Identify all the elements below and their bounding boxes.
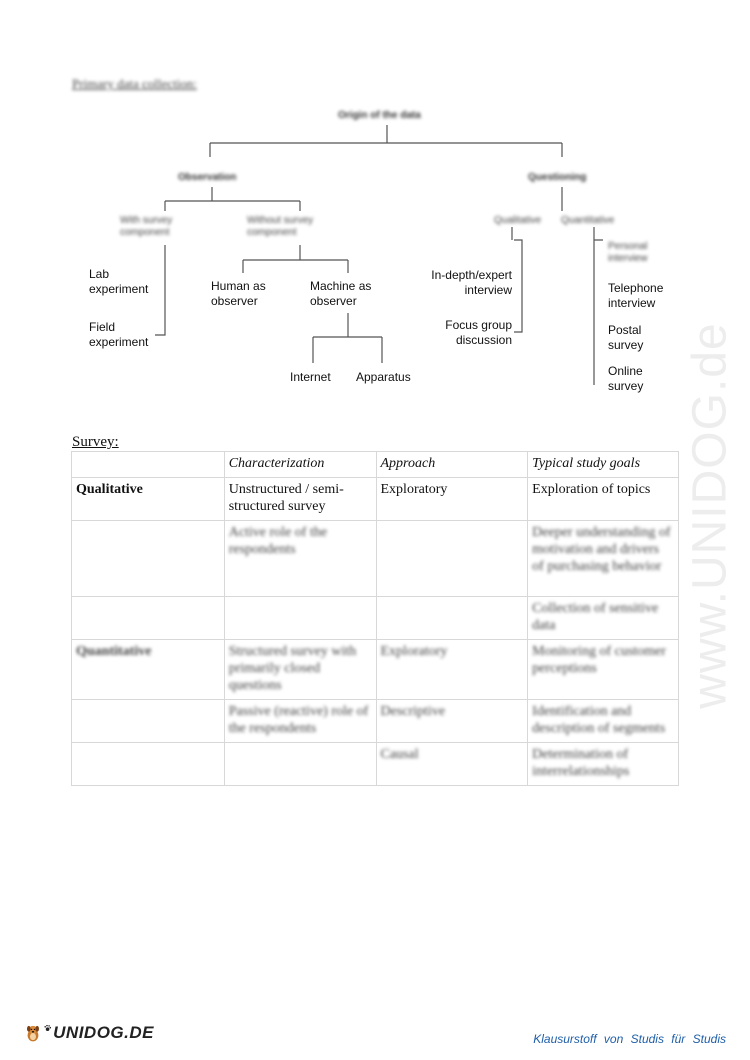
table-cell: [375, 596, 529, 640]
table-cell: Passive (reactive) role of the responden…: [223, 699, 377, 743]
table-cell: [71, 742, 225, 786]
logo-text: UNIDOG.DE: [53, 1023, 154, 1042]
table-cell: Identification and description of segmen…: [527, 699, 679, 743]
table-cell: [223, 742, 377, 786]
node-indepth-interview: In-depth/expert interview: [431, 268, 512, 297]
table-cell: [375, 520, 529, 597]
table-cell: Monitoring of customer perceptions: [527, 639, 679, 700]
dog-mascot-icon: [26, 1025, 39, 1042]
node-internet: Internet: [290, 370, 331, 384]
table-cell: Qualitative: [71, 477, 225, 521]
table-cell: [71, 699, 225, 743]
table-cell: Exploratory: [375, 639, 529, 700]
unidog-logo[interactable]: UNIDOG.DE: [24, 1017, 154, 1049]
node-apparatus: Apparatus: [356, 370, 411, 384]
table-row: Active role of the respondents Deeper un…: [71, 520, 679, 597]
table-row: Quantitative Structured survey with prim…: [71, 639, 679, 700]
diagram-connectors: [155, 125, 603, 385]
table-cell: [71, 520, 225, 597]
table-cell: [223, 596, 377, 640]
table-cell: Exploratory: [375, 477, 529, 521]
node-observation: Observation: [178, 172, 237, 183]
table-cell: Exploration of topics: [527, 477, 679, 521]
table-cell: Unstructured / semi-structured survey: [223, 477, 377, 521]
node-postal-survey: Postal survey: [608, 323, 644, 352]
node-without-survey: Without survey component: [247, 215, 314, 238]
header-cell: Characterization: [223, 451, 377, 478]
survey-heading: Survey:: [72, 434, 119, 450]
node-telephone-interview: Telephone interview: [608, 281, 664, 310]
node-human-observer: Human as observer: [211, 279, 266, 308]
table-cell: Descriptive: [375, 699, 529, 743]
header-cell: Typical study goals: [527, 451, 679, 478]
node-online-survey: Online survey: [608, 364, 644, 393]
table-header-row: Characterization Approach Typical study …: [71, 451, 679, 478]
header-cell: Approach: [375, 451, 529, 478]
table-row: Passive (reactive) role of the responden…: [71, 699, 679, 743]
survey-table: Characterization Approach Typical study …: [71, 451, 679, 786]
header-cell: [71, 451, 225, 478]
table-cell: Active role of the respondents: [223, 520, 377, 597]
node-origin: Origin of the data: [338, 110, 421, 121]
table-cell: Determination of interrelationships: [527, 742, 679, 786]
table-row: Causal Determination of interrelationshi…: [71, 742, 679, 786]
paw-icon: [44, 1024, 52, 1031]
table-row: Qualitative Unstructured / semi-structur…: [71, 477, 679, 521]
footer-tagline: Klausurstoff von Studis für Studis: [533, 1032, 726, 1046]
primary-data-heading: Primary data collection:: [72, 76, 197, 91]
node-personal-interview: Personal interview: [608, 241, 648, 264]
table-cell: [71, 596, 225, 640]
node-quantitative: Quantitative: [561, 215, 615, 226]
table-cell: Collection of sensitive data: [527, 596, 679, 640]
table-cell: Causal: [375, 742, 529, 786]
table-cell: Deeper understanding of motivation and d…: [527, 520, 679, 597]
table-cell: Quantitative: [71, 639, 225, 700]
node-field-experiment: Field experiment: [89, 320, 149, 349]
node-lab-experiment: Lab experiment: [89, 267, 149, 296]
node-qualitative: Qualitative: [494, 215, 542, 226]
table-cell: Structured survey with primarily closed …: [223, 639, 377, 700]
data-origin-diagram: Origin of the data Observation Questioni…: [0, 95, 750, 405]
node-machine-observer: Machine as observer: [310, 279, 372, 308]
node-focus-group: Focus group discussion: [445, 318, 512, 347]
table-row: Collection of sensitive data: [71, 596, 679, 640]
node-with-survey: With survey component: [120, 215, 173, 238]
node-questioning: Questioning: [528, 172, 587, 183]
